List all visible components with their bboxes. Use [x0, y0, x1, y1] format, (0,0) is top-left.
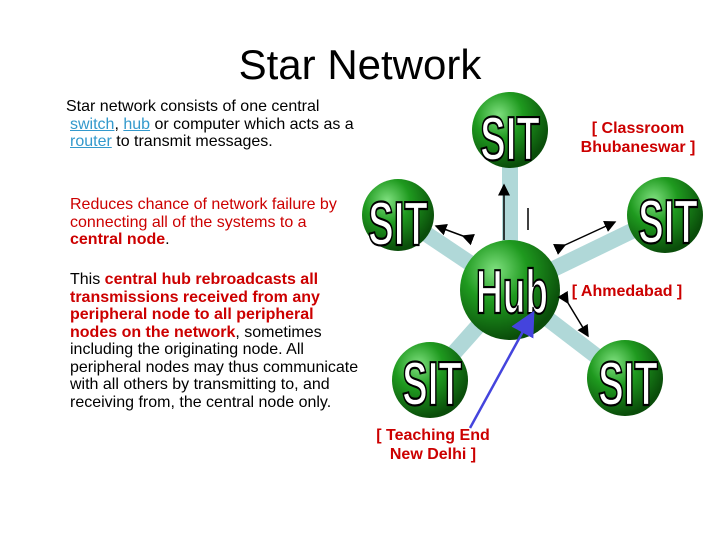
link-router[interactable]: router: [70, 133, 112, 150]
node-ball-top: [472, 92, 548, 168]
paragraph-failure: Reduces chance of network failure by con…: [70, 196, 337, 248]
page-title: Star Network: [238, 41, 482, 88]
node-label-top: SIT: [480, 104, 540, 174]
node-ball-right: [627, 177, 703, 253]
blue-link-arrow: [468, 310, 535, 429]
link-hub[interactable]: hub: [123, 115, 151, 133]
node-label-bottom-left: SIT: [402, 349, 462, 419]
network-text: network: [174, 323, 236, 341]
central-node-text: central node: [70, 231, 166, 248]
hub-ball: [460, 240, 560, 340]
node-ball-left: [362, 179, 434, 251]
node-ball-bottom-right: [587, 340, 663, 416]
node-label-bottom-right: SIT: [598, 349, 658, 419]
node-ball-bottom-left: [392, 342, 468, 418]
node-label-left: SIT: [368, 189, 428, 259]
paragraph-rebroadcast: This central hub rebroadcasts all transm…: [70, 271, 359, 411]
label-ahmedabad: [ Ahmedabad ]: [571, 283, 683, 300]
label-classroom: [ Classroom Bhubaneswar ]: [580, 120, 696, 156]
node-label-right: SIT: [638, 187, 698, 257]
signal-arrows: [434, 183, 617, 338]
paragraph-star-definition: Star network consists of one central swi…: [66, 98, 354, 150]
link-switch[interactable]: switch: [70, 115, 115, 133]
label-teaching-end: [ Teaching End New Delhi ]: [376, 427, 490, 463]
hub-label: Hub: [476, 257, 548, 326]
